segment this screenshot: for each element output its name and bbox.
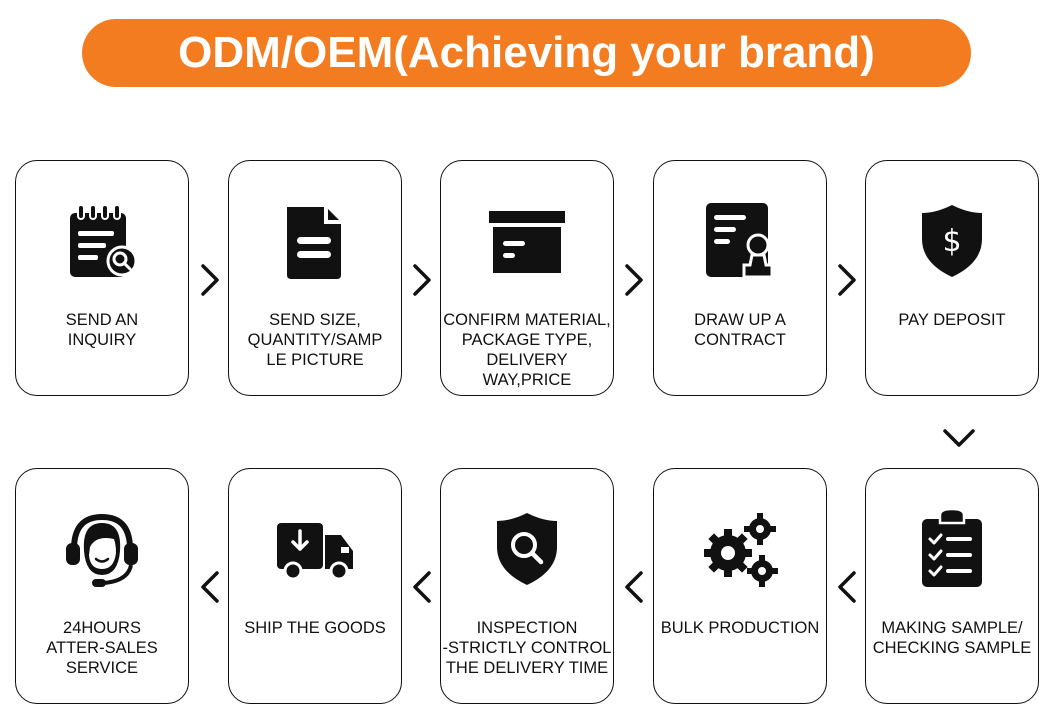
chevron-left-icon xyxy=(413,571,431,603)
chevron-right-icon xyxy=(413,264,431,296)
step-card-send-size: SEND SIZE, QUANTITY/SAMP LE PICTURE xyxy=(228,160,402,396)
chevron-right-icon xyxy=(625,264,643,296)
step-label: PAY DEPOSIT xyxy=(898,311,1006,329)
dollar-shield-icon: $ xyxy=(922,205,982,277)
delivery-truck-icon xyxy=(277,523,353,581)
step-card-making-sample: MAKING SAMPLE/ CHECKING SAMPLE xyxy=(865,468,1039,704)
step-label: SEND SIZE, QUANTITY/SAMP LE PICTURE xyxy=(247,311,383,369)
step-label: CONFIRM MATERIAL, PACKAGE TYPE, DELIVERY… xyxy=(443,311,611,389)
chevron-right-icon xyxy=(201,264,219,296)
step-label: MAKING SAMPLE/ CHECKING SAMPLE xyxy=(872,619,1032,657)
inspection-shield-icon xyxy=(497,513,557,585)
svg-text:$: $ xyxy=(942,224,961,259)
step-card-send-inquiry: SEND AN INQUIRY xyxy=(15,160,189,396)
step-card-draw-contract: DRAW UP A CONTRACT xyxy=(653,160,827,396)
step-label: INSPECTION -STRICTLY CONTROL THE DELIVER… xyxy=(442,619,612,677)
chevron-left-icon xyxy=(625,571,643,603)
step-card-pay-deposit: $ PAY DEPOSIT xyxy=(865,160,1039,396)
step-label: SHIP THE GOODS xyxy=(244,619,386,637)
step-card-inspection: INSPECTION -STRICTLY CONTROL THE DELIVER… xyxy=(440,468,614,704)
chevron-right-icon xyxy=(838,264,856,296)
document-icon xyxy=(287,207,341,279)
step-label: DRAW UP A CONTRACT xyxy=(694,311,786,349)
step-label: 24HOURS ATTER-SALES SERVICE xyxy=(46,619,158,677)
step-card-after-sales: 24HOURS ATTER-SALES SERVICE xyxy=(15,468,189,704)
step-card-bulk-production: BULK PRODUCTION xyxy=(653,468,827,704)
clipboard-checklist-icon xyxy=(922,509,982,587)
step-label: SEND AN INQUIRY xyxy=(65,311,139,349)
contract-stamp-icon xyxy=(706,203,774,279)
page-title: ODM/OEM(Achieving your brand) xyxy=(178,28,875,77)
page-title-banner: ODM/OEM(Achieving your brand) xyxy=(82,19,971,87)
step-card-confirm-material: CONFIRM MATERIAL, PACKAGE TYPE, DELIVERY… xyxy=(440,160,614,396)
inquiry-icon xyxy=(70,204,138,277)
step-label: BULK PRODUCTION xyxy=(660,619,820,637)
headset-support-icon xyxy=(66,513,138,587)
chevron-down-icon xyxy=(943,429,975,447)
gears-icon xyxy=(704,513,778,587)
chevron-left-icon xyxy=(838,571,856,603)
chevron-left-icon xyxy=(201,571,219,603)
package-box-icon xyxy=(489,211,565,273)
step-card-ship-goods: SHIP THE GOODS xyxy=(228,468,402,704)
